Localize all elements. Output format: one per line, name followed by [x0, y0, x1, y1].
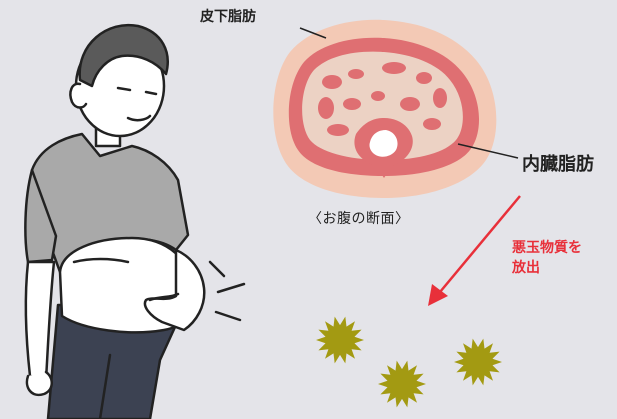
- release-line-1: 悪玉物質を: [512, 238, 582, 258]
- release-bad-substances-label: 悪玉物質を 放出: [512, 238, 582, 278]
- subcutaneous-fat-label: 皮下脂肪: [200, 6, 256, 26]
- cross-section-caption: 〈お腹の断面〉: [308, 208, 410, 228]
- release-line-2: 放出: [512, 258, 582, 278]
- visceral-fat-label: 内臓脂肪: [522, 150, 594, 176]
